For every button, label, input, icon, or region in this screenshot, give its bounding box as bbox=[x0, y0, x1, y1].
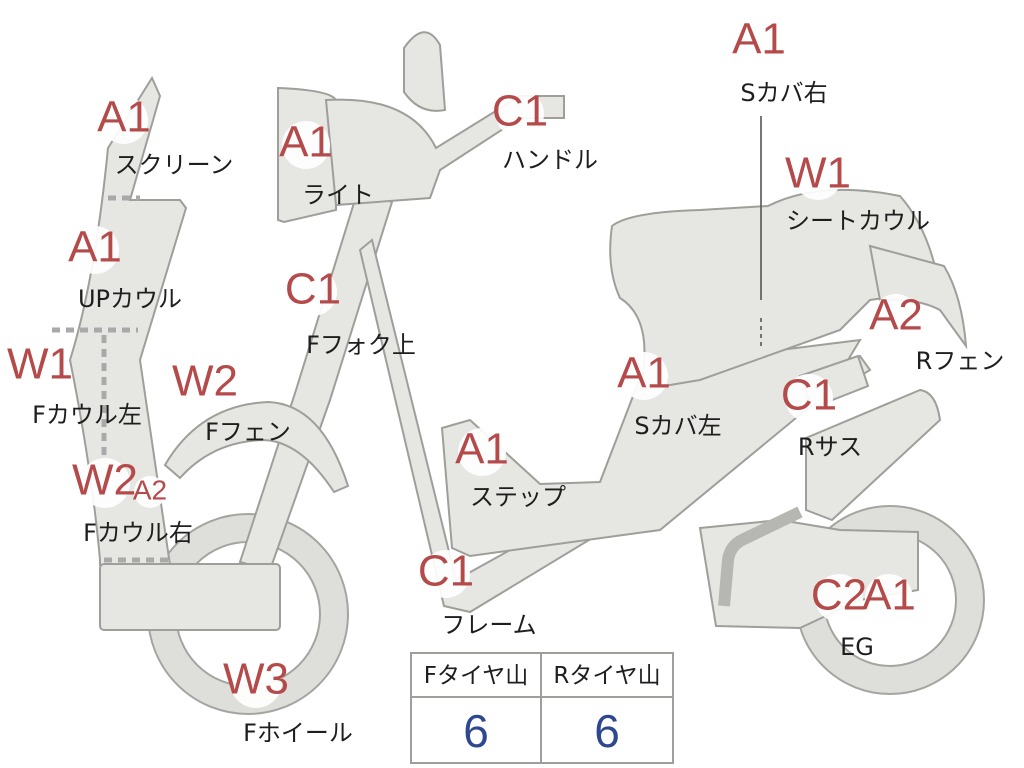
part-badge-f-fork-upper: C1 Fフォク上 bbox=[285, 265, 416, 359]
grade-screen: A1 bbox=[97, 93, 151, 142]
part-badge-r-fender: A2 Rフェン bbox=[869, 291, 1004, 375]
front-fender-shape bbox=[163, 400, 350, 494]
grade-frame: C1 bbox=[418, 547, 474, 596]
part-badge-r-suspension: C1 Rサス bbox=[781, 371, 862, 461]
label-light: ライト bbox=[302, 181, 374, 209]
label-s-cover-right: Sカバ右 bbox=[740, 79, 827, 107]
front-tire-header: Fタイヤ山 bbox=[412, 654, 542, 698]
tire-tread-table: Fタイヤ山 Rタイヤ山 6 6 bbox=[410, 652, 674, 764]
grade2-f-cowl-right: A2 bbox=[133, 474, 167, 505]
label-f-cowl-left: Fカウル左 bbox=[32, 401, 142, 429]
part-badge-f-cowl-left: W1 Fカウル左 bbox=[7, 340, 142, 429]
grade-f-fender: W2 bbox=[172, 357, 238, 406]
grade2-engine: A1 bbox=[862, 571, 916, 620]
grade-handle: C1 bbox=[492, 87, 548, 136]
grade-r-suspension: C1 bbox=[781, 371, 837, 420]
part-badge-handle: C1 ハンドル bbox=[492, 87, 598, 174]
label-step: ステップ bbox=[470, 483, 566, 511]
label-f-fender: Fフェン bbox=[205, 418, 291, 446]
seat-body-shape bbox=[609, 188, 942, 392]
label-engine: EG bbox=[840, 633, 874, 661]
grade-engine: C2 bbox=[811, 571, 867, 620]
grade-f-wheel: W3 bbox=[223, 655, 289, 704]
label-r-fender: Rフェン bbox=[916, 347, 1005, 375]
label-f-cowl-right: Fカウル右 bbox=[83, 519, 193, 547]
rear-tire-header: Rタイヤ山 bbox=[542, 654, 672, 698]
grade-f-cowl-right: W2 bbox=[72, 456, 138, 505]
label-screen: スクリーン bbox=[115, 151, 234, 179]
part-badge-f-cowl-right: W2 A2 Fカウル右 bbox=[72, 456, 193, 547]
grade-s-cover-left: A1 bbox=[617, 349, 671, 398]
part-badge-light: A1 ライト bbox=[279, 118, 374, 209]
part-badge-screen: A1 スクリーン bbox=[97, 93, 233, 179]
grade-s-cover-right: A1 bbox=[732, 15, 786, 64]
grade-f-fork-upper: C1 bbox=[285, 265, 341, 314]
grade-light: A1 bbox=[279, 118, 333, 167]
mirror-shape bbox=[403, 31, 447, 112]
part-badge-up-cowl: A1 UPカウル bbox=[68, 223, 182, 313]
rear-tire-value: 6 bbox=[594, 705, 620, 757]
grade-r-fender: A2 bbox=[869, 291, 923, 340]
part-badge-seat-cowl: W1 シートカウル bbox=[785, 149, 930, 235]
grade-up-cowl: A1 bbox=[68, 223, 122, 272]
part-badge-frame: C1 フレーム bbox=[418, 547, 537, 639]
grade-step: A1 bbox=[455, 425, 509, 474]
part-badge-f-wheel: W3 Fホイール bbox=[223, 655, 353, 747]
part-badge-s-cover-left: A1 Sカバ左 bbox=[617, 349, 722, 440]
label-handle: ハンドル bbox=[502, 146, 598, 174]
label-f-fork-upper: Fフォク上 bbox=[306, 331, 416, 359]
part-badge-f-fender: W2 Fフェン bbox=[172, 357, 291, 446]
grade-f-cowl-left: W1 bbox=[7, 340, 73, 389]
label-r-suspension: Rサス bbox=[798, 433, 862, 461]
part-badge-step: A1 ステップ bbox=[455, 425, 566, 511]
part-badge-s-cover-right: A1 Sカバ右 bbox=[732, 15, 828, 107]
scooter-silhouette bbox=[52, 31, 985, 715]
front-tire-value: 6 bbox=[412, 698, 542, 764]
engine-shape bbox=[698, 518, 919, 630]
label-frame: フレーム bbox=[441, 611, 536, 639]
muffler-shape bbox=[805, 388, 942, 522]
grade-seat-cowl: W1 bbox=[785, 149, 851, 198]
label-s-cover-left: Sカバ左 bbox=[634, 412, 721, 440]
label-seat-cowl: シートカウル bbox=[786, 207, 930, 235]
label-up-cowl: UPカウル bbox=[78, 285, 182, 313]
part-badge-engine: C2 A1 EG bbox=[811, 571, 916, 661]
label-f-wheel: Fホイール bbox=[243, 719, 353, 747]
